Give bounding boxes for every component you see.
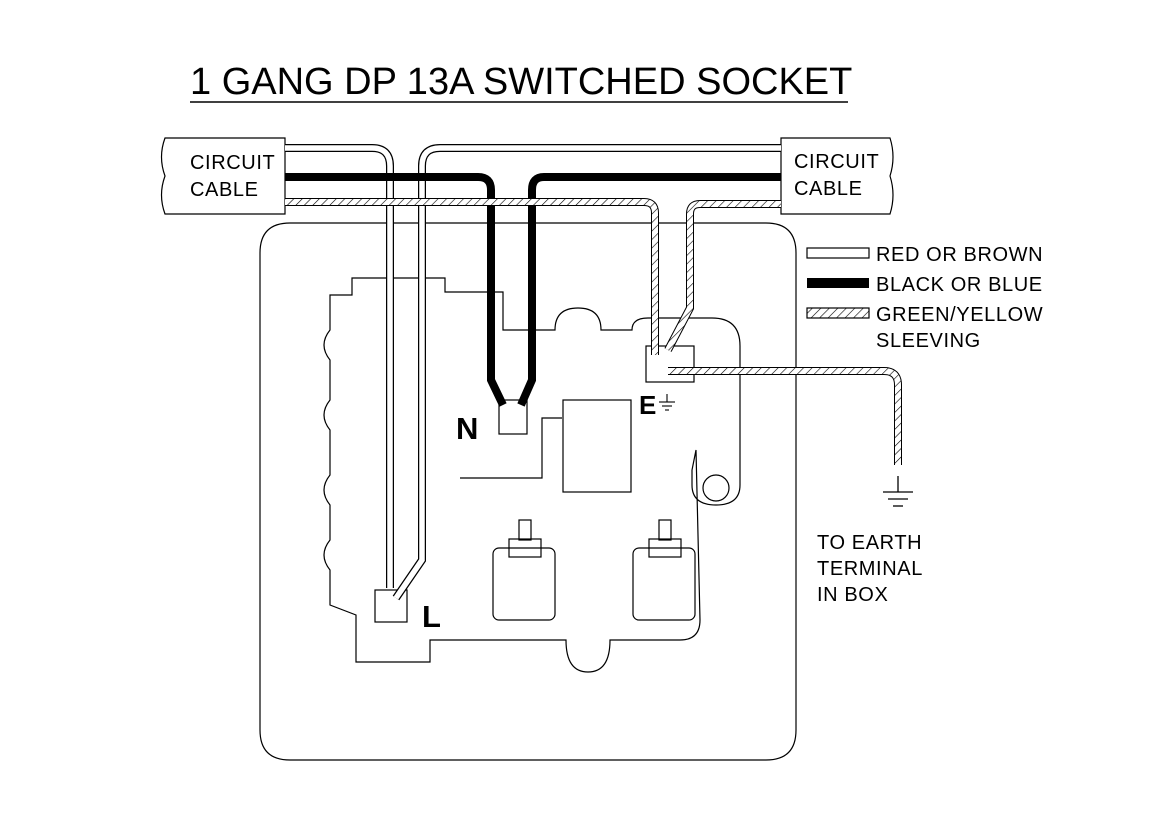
legend-label-sleeving: SLEEVING [876,330,981,352]
neutral-recess [460,417,562,479]
earth-note-line-1: TO EARTH [817,532,922,554]
legend-swatch-green-yellow [806,307,870,319]
legend-swatch-red-brown [806,247,870,259]
live-conductor-right [392,144,781,601]
diagram-title: 1 GANG DP 13A SWITCHED SOCKET [190,61,852,103]
cable-right: CIRCUIT CABLE [780,137,894,215]
live-conductor-left [285,144,394,588]
pin-slot-left [492,519,556,621]
earth-conductor-left [285,198,659,355]
cable-right-label-1: CIRCUIT [794,151,879,173]
legend: RED OR BROWN BLACK OR BLUE GREEN/YELLOW … [806,244,1043,352]
legend-label-green-yellow: GREEN/YELLOW [876,304,1043,326]
legend-swatch-black-blue [807,278,869,288]
earth-conductor-to-box [668,367,902,465]
earth-terminal-icon [659,394,675,411]
earth-symbol-icon [883,476,913,507]
neutral-terminal-label: N [456,411,478,446]
cable-left-label-1: CIRCUIT [190,152,275,174]
neutral-terminal-block [498,399,528,435]
earth-conductor-right [664,200,781,352]
live-terminal-label: L [422,599,441,634]
neutral-conductor-left [285,173,507,407]
earth-note-line-2: TERMINAL [817,558,923,580]
socket-plate-outline [323,277,741,673]
live-terminal-block [374,589,408,623]
fixing-hole [702,474,730,502]
cable-right-label-2: CABLE [794,178,863,200]
earth-terminal-label: E [639,390,656,420]
neutral-conductor-right [517,173,781,407]
earth-note-line-3: IN BOX [817,584,888,606]
switch-window [562,399,632,493]
legend-label-black-blue: BLACK OR BLUE [876,274,1043,296]
legend-label-red-brown: RED OR BROWN [876,244,1043,266]
cable-left: CIRCUIT CABLE [160,137,286,215]
cable-left-label-2: CABLE [190,179,259,201]
pin-slot-right [632,519,696,621]
back-box-outline [259,222,797,761]
